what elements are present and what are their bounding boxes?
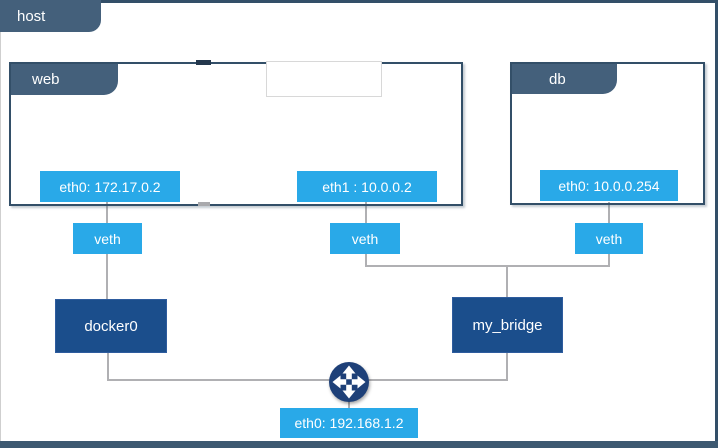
db-container-tab: db <box>512 64 617 94</box>
connector-veths-horizontal <box>365 265 610 267</box>
my-bridge-node: my_bridge <box>452 297 563 353</box>
web-container-tab: web <box>11 64 118 95</box>
veth-label-middle: veth <box>330 223 400 254</box>
connector-db-eth0-to-veth <box>608 202 610 223</box>
connector-veth3-down <box>608 254 610 267</box>
web-container-box <box>9 62 463 206</box>
connector-bridges-horizontal <box>107 379 508 381</box>
connector-router-to-host-eth0 <box>348 400 350 408</box>
web-eth0-interface-label: eth0: 172.17.0.2 <box>40 171 180 202</box>
docker0-bridge-node: docker0 <box>55 299 167 353</box>
connector-veth-to-docker0 <box>106 254 108 299</box>
blank-rectangle-artifact <box>266 61 382 97</box>
cross-arrows-router-icon <box>329 362 369 402</box>
connector-veth2-down <box>365 254 367 267</box>
db-eth0-interface-label: eth0: 10.0.0.254 <box>540 170 678 201</box>
host-box-left-border <box>0 0 1 448</box>
veth-label-left: veth <box>73 223 142 254</box>
web-eth1-interface-label: eth1 : 10.0.0.2 <box>297 171 437 202</box>
connector-my-bridge-down <box>506 353 508 380</box>
border-dash-artifact <box>196 60 211 65</box>
db-container-box <box>510 62 705 205</box>
host-box-bottom-border <box>0 441 718 448</box>
veth-label-right: veth <box>575 223 643 254</box>
border-dash-artifact <box>198 202 210 206</box>
host-box-top-border <box>0 0 718 3</box>
connector-docker0-down <box>107 353 109 381</box>
host-label-tab: host <box>0 0 101 32</box>
host-box-right-border <box>715 0 718 448</box>
connector-to-my-bridge <box>506 267 508 297</box>
host-eth0-interface-label: eth0: 192.168.1.2 <box>280 408 418 438</box>
connector-web-eth1-to-veth <box>365 202 367 223</box>
connector-web-eth0-to-veth <box>106 202 108 223</box>
